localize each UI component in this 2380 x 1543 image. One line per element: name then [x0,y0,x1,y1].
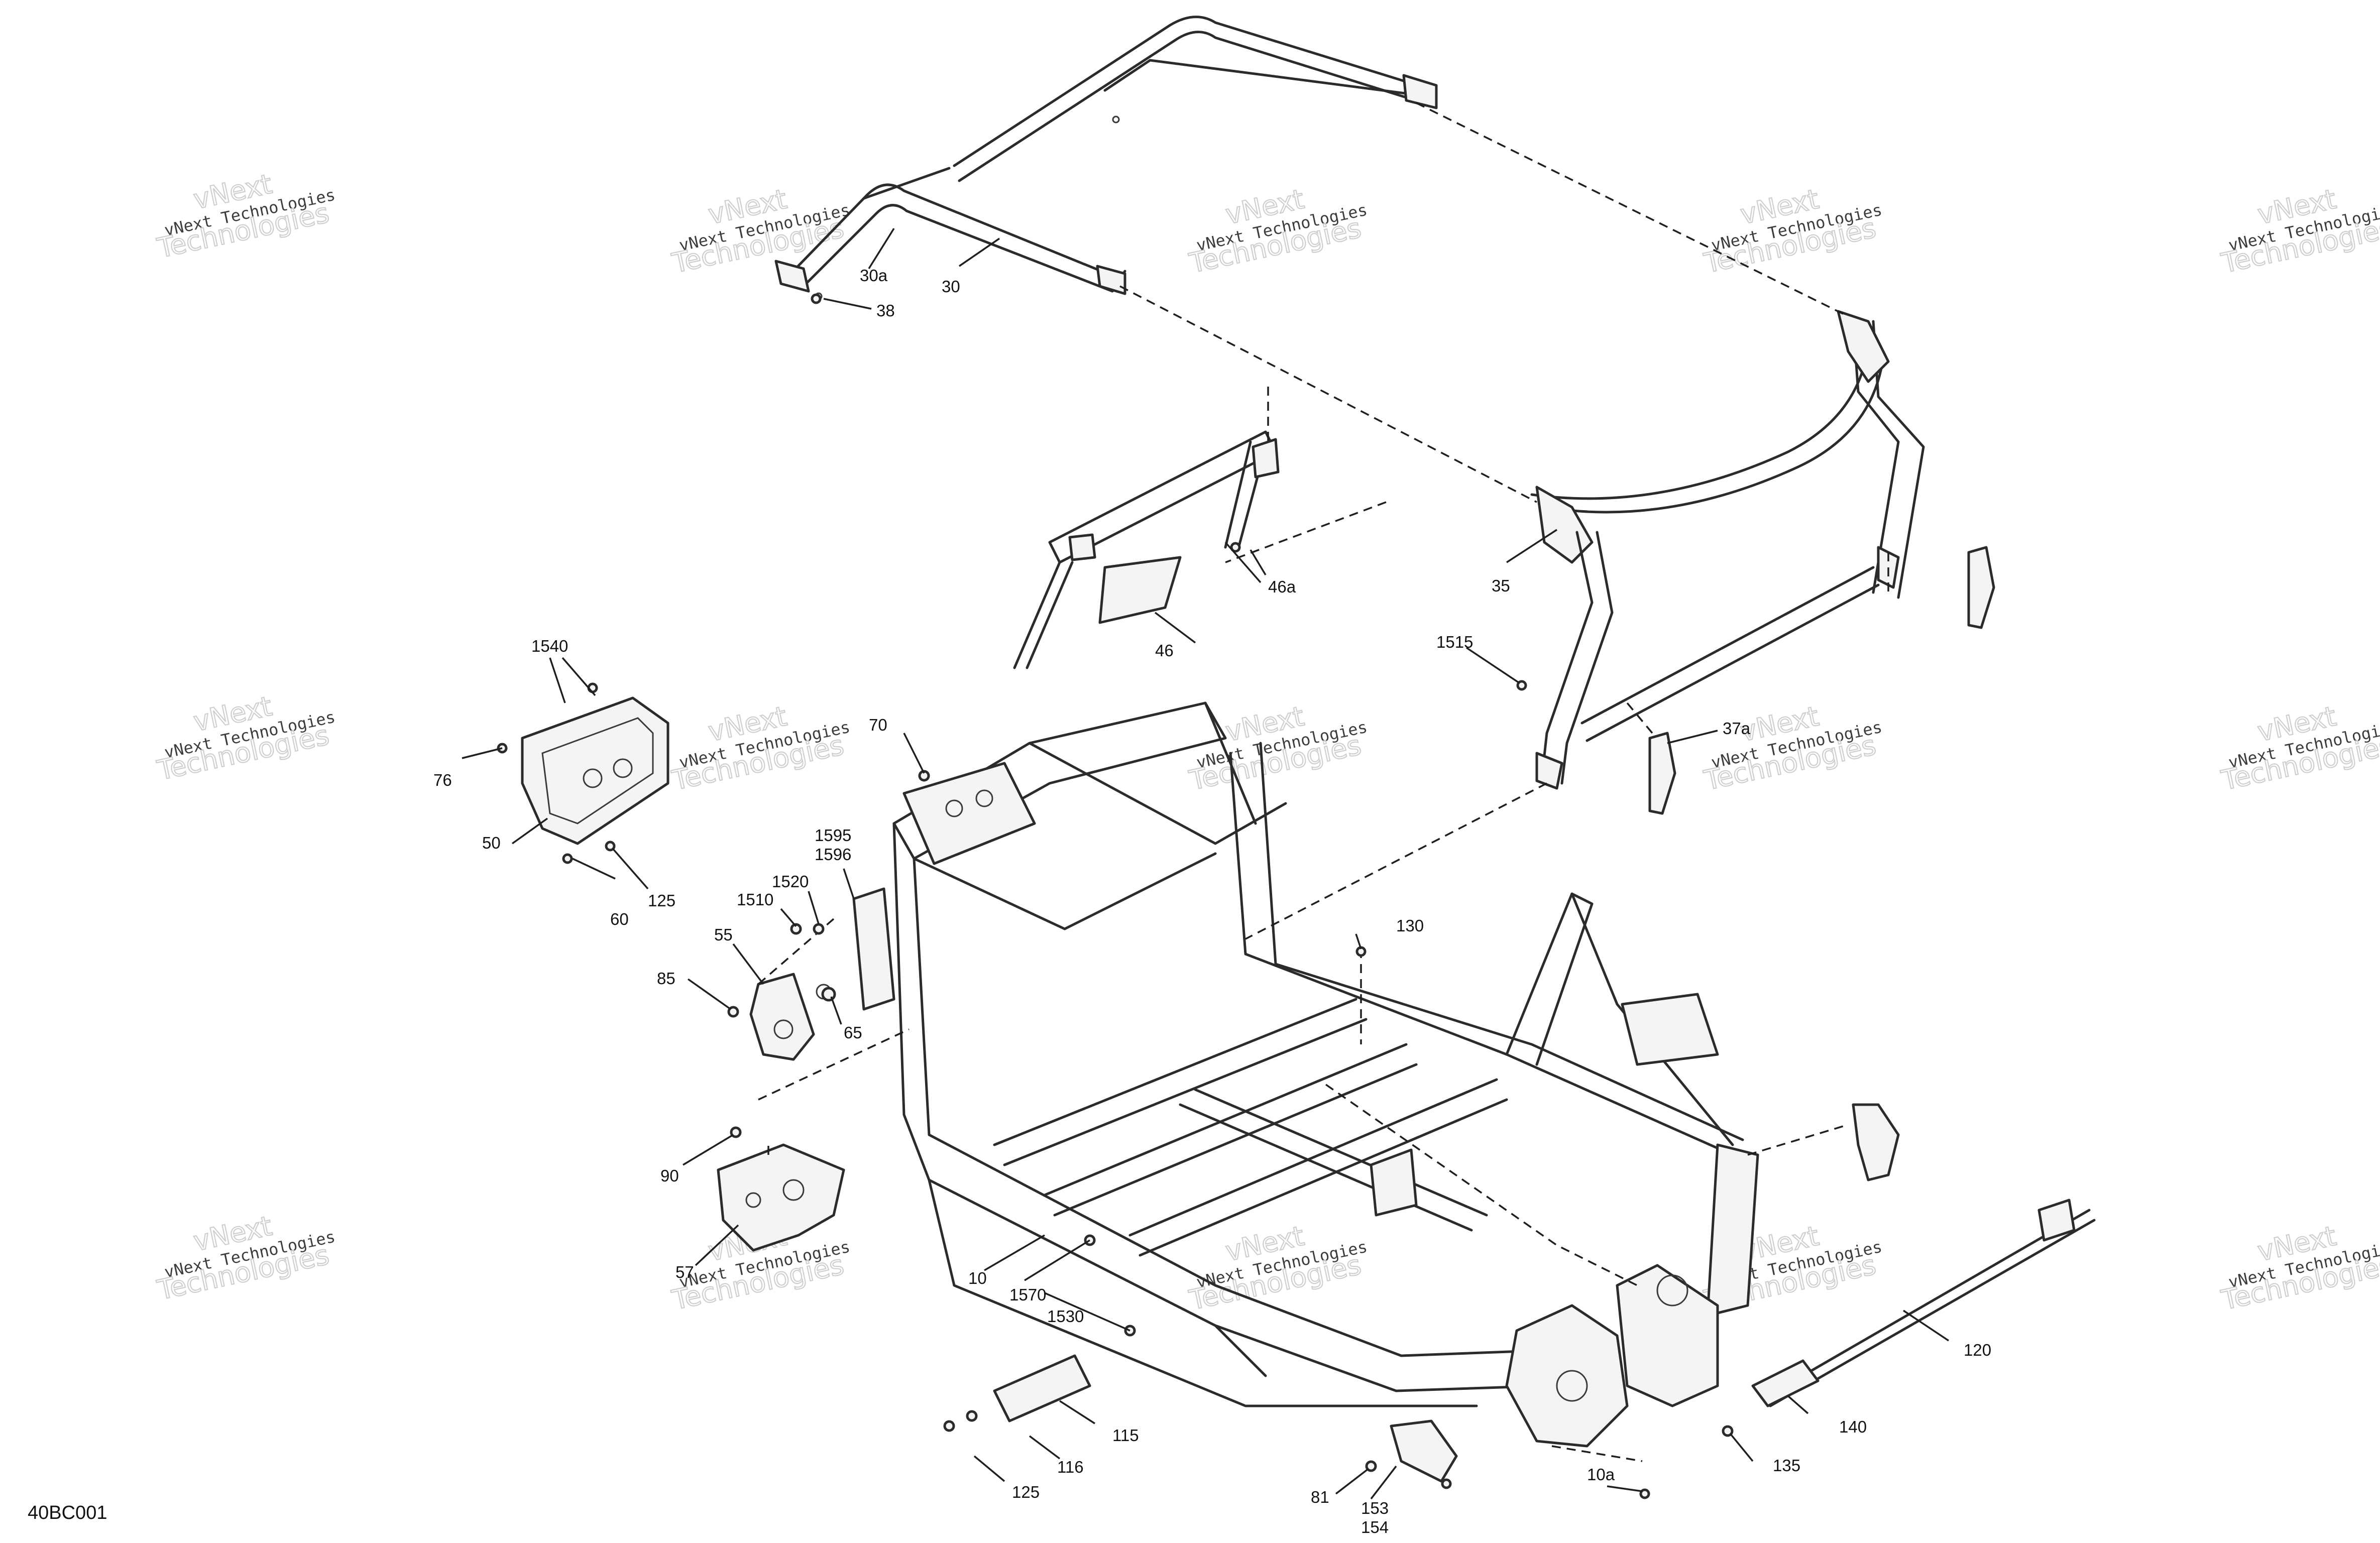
bolt-70 [918,770,930,782]
callout-125-lower: 125 [1012,1483,1040,1501]
bolt-10a [1639,1488,1650,1499]
callout-1510: 1510 [737,890,773,909]
roll-bar-foot-part [1648,546,1995,815]
callout-81: 81 [1311,1488,1329,1506]
callout-65: 65 [844,1023,862,1042]
callout-37a: 37a [1723,719,1751,738]
bolt-154 [1441,1478,1452,1489]
callout-1595: 1595 [815,826,851,845]
bolt-116 [966,1410,978,1422]
watermark-r2-c4: vNext vNext Technologies Technologies [1701,700,1884,797]
bolt-65 [821,987,836,1002]
callout-10: 10 [968,1269,987,1287]
mount-bracket-153-part [1390,1419,1458,1483]
callout-10a: 10a [1587,1465,1615,1484]
watermark-r3-c3: vNext vNext Technologies Technologies [1186,1220,1369,1317]
bolt-1540 [587,682,598,693]
callout-57: 57 [675,1263,694,1281]
watermark-r1-c5: vNext vNext Technologies Technologies [2218,183,2380,280]
bolt-1515 [1516,680,1527,691]
bolt-125 [605,841,616,852]
callout-50: 50 [482,834,501,852]
watermark-r2-c1: vNext vNext Technologies Technologies [154,690,337,787]
callout-46a: 46a [1268,577,1296,596]
hardware-fasteners [497,293,1734,1499]
callout-153: 153 [1361,1499,1389,1517]
callout-labels: 30a 30 38 35 46a 46 1515 37a 1540 76 50 … [433,266,1991,1536]
bolt-38 [811,293,822,304]
main-frame-part [852,701,1759,1448]
bolt-46a [1230,542,1241,553]
bolt-90 [730,1126,742,1138]
callout-30a: 30a [860,266,888,285]
callout-1520: 1520 [772,872,809,891]
callout-1596: 1596 [815,845,851,864]
callout-1540: 1540 [531,637,568,655]
callout-135: 135 [1773,1456,1800,1475]
callout-116: 116 [1057,1458,1084,1476]
rear-roll-bar-part [1530,310,1925,790]
bolt-60 [562,853,573,864]
callout-1515: 1515 [1436,633,1473,651]
callout-1570: 1570 [1009,1285,1046,1304]
callout-35: 35 [1492,576,1510,595]
callout-38: 38 [876,301,895,320]
front-bracket-part [1852,1103,1900,1181]
callout-55: 55 [714,925,733,944]
callout-70: 70 [869,716,887,734]
watermark-r2-c2: vNext vNext Technologies Technologies [668,700,852,797]
bolt-125b [943,1420,955,1432]
callout-30: 30 [942,277,960,296]
figure-id: 40BC001 [28,1502,107,1523]
callout-130: 130 [1396,916,1424,935]
callout-140: 140 [1839,1417,1867,1436]
watermark-r2-c5: vNext vNext Technologies Technologies [2218,700,2380,797]
watermark-r1-c4: vNext vNext Technologies Technologies [1701,183,1884,280]
callout-85: 85 [657,969,675,988]
watermark-r1-c3: vNext vNext Technologies Technologies [1186,183,1369,280]
callout-125: 125 [648,891,675,910]
side-rail-part [1766,1199,2096,1407]
rear-brace-part [1013,430,1280,669]
front-roll-bar-part [774,16,1438,300]
callout-76: 76 [433,771,452,789]
watermark-r3-c1: vNext vNext Technologies Technologies [154,1210,337,1307]
callout-90: 90 [660,1166,679,1185]
callout-46: 46 [1155,641,1174,660]
callout-1530: 1530 [1047,1307,1084,1326]
engine-mount-bracket-part [521,696,669,845]
callout-60: 60 [610,910,629,928]
lower-bracket-part [1751,1359,1820,1407]
watermark-r3-c5: vNext vNext Technologies Technologies [2218,1220,2380,1317]
assembly-lines [757,102,1889,1462]
leader-lines [462,228,1949,1500]
bolt-85 [727,1006,739,1018]
bolt-135 [1722,1425,1734,1437]
callout-120: 120 [1964,1341,1991,1359]
bolt-1510 [790,923,802,935]
watermark-r1-c1: vNext vNext Technologies Technologies [154,168,337,265]
callout-154: 154 [1361,1518,1389,1536]
engine-mount-part [749,973,832,1061]
callout-115: 115 [1112,1426,1139,1445]
bolt-1520 [813,923,825,935]
skid-bracket-part [993,1354,1091,1422]
engine-mount-lower-part [717,1143,845,1252]
bolt-81 [1365,1460,1377,1472]
